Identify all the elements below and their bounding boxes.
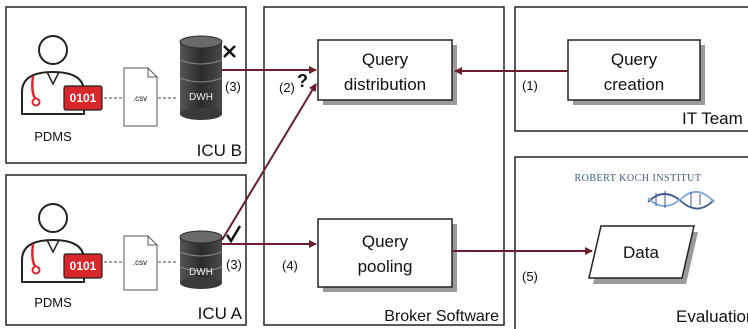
evaluation-label: Evaluation xyxy=(676,307,748,326)
it-team-label: IT Team xyxy=(682,109,743,128)
dwh-label: DWH xyxy=(189,267,213,278)
query-distribution-line2: distribution xyxy=(344,75,426,94)
step-3-icu-b: (3) xyxy=(225,79,241,94)
check-icon xyxy=(225,225,242,244)
icu-b-label: ICU B xyxy=(197,141,242,160)
step-2-question-mark: ? xyxy=(297,71,308,91)
query-creation-box: Query creation xyxy=(567,39,705,105)
query-pooling-box: Query pooling xyxy=(317,218,457,292)
step-3-icu-a: (3) xyxy=(226,257,242,272)
csv-label: .csv xyxy=(133,94,147,103)
query-pooling-line1: Query xyxy=(362,232,409,251)
step-4-label: (4) xyxy=(282,258,298,273)
dwh-label: DWH xyxy=(189,92,213,103)
broker-software-label: Broker Software xyxy=(384,308,499,325)
pdms-label: PDMS xyxy=(34,129,72,144)
data-label: Data xyxy=(623,243,659,262)
query-distribution-box: Query distribution xyxy=(317,39,457,105)
database-icon: DWH xyxy=(179,230,223,289)
step-5-label: (5) xyxy=(522,269,538,284)
database-icon: DWH xyxy=(179,35,223,120)
dna-helix-icon xyxy=(647,191,715,210)
pdms-label: PDMS xyxy=(34,295,72,310)
data-parallelogram: Data xyxy=(588,225,698,284)
query-creation-line2: creation xyxy=(604,75,664,94)
monitor-text: 0101 xyxy=(70,259,97,273)
csv-file-icon: .csv xyxy=(123,235,158,291)
query-creation-line1: Query xyxy=(611,50,658,69)
csv-file-icon: .csv xyxy=(123,67,158,127)
cross-icon xyxy=(223,45,236,58)
monitor-icon: 0101 xyxy=(63,85,103,111)
monitor-text: 0101 xyxy=(70,91,97,105)
step-2-label: (2) xyxy=(279,80,295,95)
icu-a-label: ICU A xyxy=(198,304,243,323)
arrow-icu-a-to-distribution xyxy=(221,83,317,241)
rki-logo-text: ROBERT KOCH INSTITUT xyxy=(575,173,702,184)
query-pooling-line2: pooling xyxy=(358,257,413,276)
query-distribution-line1: Query xyxy=(362,50,409,69)
step-1-label: (1) xyxy=(522,78,538,93)
csv-label: .csv xyxy=(133,258,147,267)
monitor-icon: 0101 xyxy=(63,253,103,279)
